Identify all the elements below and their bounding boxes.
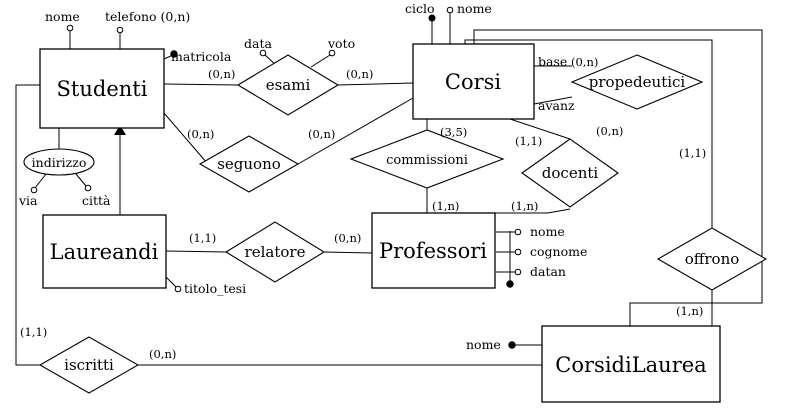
isa-arrowhead: [114, 125, 126, 135]
relationship-docenti[interactable]: docenti: [521, 138, 619, 208]
attr-corsi-ciclo: ciclo: [405, 1, 435, 16]
relationship-iscritti[interactable]: iscritti: [38, 336, 140, 394]
entity-corsi[interactable]: Corsi: [412, 43, 535, 120]
attr-titolo-tesi: titolo_tesi: [184, 281, 246, 296]
attribute-indirizzo: indirizzo: [23, 148, 95, 176]
attr-dot-prof-cognome: [514, 248, 522, 256]
relationship-seguono-label: seguono: [217, 155, 281, 173]
attr-dot-via: [30, 186, 38, 194]
attr-esami-data: data: [244, 36, 272, 51]
line-esami-corsi: [337, 82, 414, 86]
attr-studenti-telefono: telefono (0,n): [105, 9, 190, 24]
entity-professori[interactable]: Professori: [371, 212, 496, 289]
relationship-offrono-label: offrono: [685, 250, 740, 268]
attr-corsi-nome: nome: [457, 1, 492, 16]
attr-dot-prof-datan: [514, 268, 522, 276]
attr-prof-nome: nome: [530, 224, 565, 239]
line-indirizzo-citta: [75, 173, 87, 187]
line-studenti-esami: [163, 83, 239, 86]
key-dot-studenti-matricola: [170, 50, 178, 58]
relationship-esami[interactable]: esami: [236, 54, 340, 116]
attr-dot-esami-voto: [328, 49, 336, 57]
role-avanz: avanz: [538, 98, 575, 113]
attr-dot-corsi-nome: [446, 6, 454, 14]
card-esami-studenti: (0,n): [208, 67, 235, 81]
relationship-relatore[interactable]: relatore: [224, 221, 326, 283]
relationship-commissioni[interactable]: commissioni: [349, 129, 505, 189]
line-relatore-prof: [323, 251, 373, 254]
attr-dot-studenti-nome: [66, 24, 74, 32]
attr-dot-studenti-telefono: [116, 26, 124, 34]
attr-prof-datan: datan: [530, 264, 566, 279]
card-commissioni-prof: (1,n): [432, 199, 459, 213]
key-dot-cdl-nome: [508, 341, 516, 349]
relationship-relatore-label: relatore: [245, 243, 306, 261]
card-prop-avanz: (0,n): [596, 124, 623, 138]
line-seguono-corsi: [297, 97, 414, 165]
entity-laureandi-label: Laureandi: [50, 240, 159, 264]
line-corsi-docenti: [509, 118, 571, 140]
card-docenti-prof: (1,n): [511, 199, 538, 213]
attr-citta: città: [82, 193, 111, 208]
line-corsi-offrono: [464, 39, 713, 228]
line-studenti-iscritti: [15, 84, 40, 366]
line-docenti-prof: [495, 208, 571, 214]
attribute-labels: nome telefono (0,n) matricola via città …: [18, 1, 587, 352]
role-base: base: [538, 54, 567, 69]
relationship-offrono[interactable]: offrono: [656, 227, 768, 291]
attr-esami-voto: voto: [327, 36, 355, 51]
entity-corsidilaurea[interactable]: CorsidiLaurea: [541, 325, 721, 403]
key-dot-corsi-ciclo: [428, 14, 436, 22]
attr-dot-esami-data: [259, 49, 267, 57]
line-laureandi-titolo: [165, 276, 177, 288]
attr-prof-cognome: cognome: [530, 244, 587, 259]
card-offrono-cdl: (1,n): [676, 304, 703, 318]
relationship-propedeutici[interactable]: propedeutici: [570, 54, 704, 110]
attr-via: via: [18, 193, 38, 208]
attr-studenti-matricola: matricola: [171, 49, 232, 64]
card-relatore-laureandi: (1,1): [189, 231, 216, 245]
card-seguono-studenti: (0,n): [187, 127, 214, 141]
card-docenti-corsi: (1,1): [515, 134, 542, 148]
attribute-dots: [30, 6, 522, 349]
entity-laureandi[interactable]: Laureandi: [42, 214, 167, 289]
card-prop-base: (0,n): [571, 55, 598, 69]
relationship-commissioni-label: commissioni: [386, 153, 468, 168]
entity-studenti[interactable]: Studenti: [39, 48, 165, 129]
attr-cdl-nome: nome: [466, 337, 501, 352]
relationship-esami-label: esami: [266, 76, 311, 94]
line-corsi-prop-avanz: [533, 96, 573, 105]
line-esami-voto: [310, 54, 331, 68]
card-relatore-prof: (0,n): [334, 231, 361, 245]
attr-dot-citta: [84, 184, 92, 192]
entity-professori-label: Professori: [379, 239, 487, 263]
card-esami-corsi: (0,n): [346, 67, 373, 81]
attr-dot-prof-nome: [514, 228, 522, 236]
line-indirizzo-via: [34, 173, 47, 189]
line-laureandi-relatore: [165, 250, 227, 253]
card-iscritti-studenti: (1,1): [20, 325, 47, 339]
attribute-indirizzo-label: indirizzo: [32, 155, 87, 170]
key-dot-prof-identifier: [506, 280, 514, 288]
entity-studenti-label: Studenti: [57, 77, 148, 101]
relationship-iscritti-label: iscritti: [64, 356, 114, 374]
relationship-seguono[interactable]: seguono: [198, 135, 300, 193]
attr-dot-titolo-tesi: [174, 285, 182, 293]
card-seguono-corsi: (0,n): [308, 127, 335, 141]
relationship-docenti-label: docenti: [542, 164, 599, 182]
card-commissioni-corsi: (3,5): [440, 125, 467, 139]
line-studenti-seguono: [163, 112, 208, 164]
line-corsi-cdl-outer: [473, 29, 763, 326]
attr-studenti-nome: nome: [45, 9, 80, 24]
cardinalities: (0,n) (0,n) (0,n) (0,n) (0,n) (0,n) (3,5…: [20, 55, 706, 361]
connection-lines: [15, 12, 763, 366]
role-labels: base avanz: [538, 54, 575, 113]
entity-corsi-label: Corsi: [445, 70, 502, 94]
relationship-propedeutici-label: propedeutici: [589, 73, 686, 91]
entity-corsidilaurea-label: CorsidiLaurea: [555, 353, 706, 377]
card-offrono-corsi: (1,1): [679, 146, 706, 160]
card-iscritti-cdl: (0,n): [149, 347, 176, 361]
